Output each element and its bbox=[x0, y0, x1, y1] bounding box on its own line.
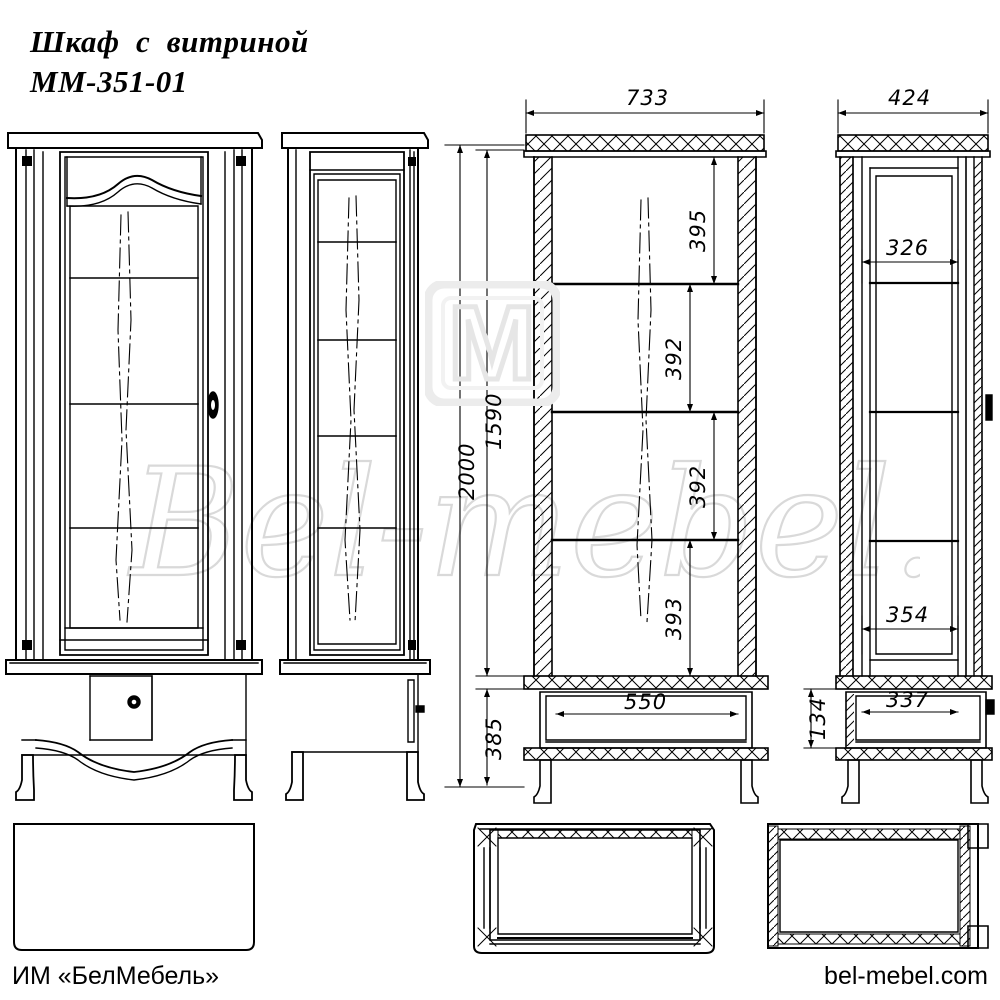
blank-panel bbox=[13, 823, 255, 951]
dimension-lines bbox=[444, 99, 989, 788]
dim-height-base: 385 bbox=[482, 716, 506, 760]
dim-height-upper-case: 1590 bbox=[482, 392, 506, 450]
page-title: Шкаф с витриной ММ-351-01 bbox=[30, 22, 309, 103]
drawer-knob bbox=[127, 695, 141, 709]
plan-section-side bbox=[767, 823, 989, 949]
dim-shelf-gap-3: 392 bbox=[686, 464, 710, 508]
title-line-2: ММ-351-01 bbox=[30, 64, 188, 100]
dim-shelf-gap-4: 393 bbox=[662, 596, 686, 640]
dim-shelf-gap-2: 392 bbox=[662, 336, 686, 380]
title-line-1: Шкаф с витриной bbox=[30, 24, 309, 59]
dim-base-height-inner: 134 bbox=[806, 696, 830, 740]
dim-shelf-depth-top: 326 bbox=[886, 236, 930, 260]
dim-depth-overall: 424 bbox=[888, 86, 932, 110]
footer-company: ИМ «БелМебель» bbox=[12, 962, 220, 990]
door-handle-front bbox=[207, 391, 219, 419]
dim-shelf-gap-1: 395 bbox=[686, 208, 710, 252]
dim-shelf-depth-bottom: 354 bbox=[886, 603, 930, 627]
front-view bbox=[5, 132, 263, 801]
dim-drawer-width: 550 bbox=[624, 690, 668, 714]
dim-width-overall: 733 bbox=[626, 86, 670, 110]
dim-drawer-depth: 337 bbox=[886, 688, 930, 712]
side-view bbox=[279, 132, 431, 801]
dim-height-overall: 2000 bbox=[455, 442, 479, 500]
plan-section-front bbox=[473, 823, 715, 954]
footer-website: bel-mebel.com bbox=[824, 962, 988, 990]
side-section-view bbox=[835, 134, 995, 804]
